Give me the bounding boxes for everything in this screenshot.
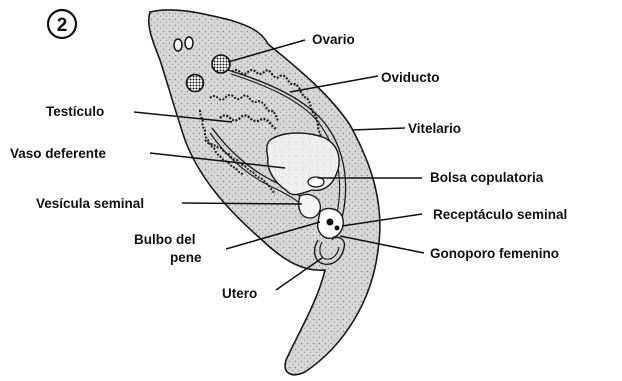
ovary-upper	[212, 55, 230, 73]
label-vesicula-seminal: Vesícula seminal	[36, 196, 144, 211]
ovary-lower	[187, 75, 204, 92]
label-vitelario: Vitelario	[408, 121, 461, 136]
label-vaso-deferente: Vaso deferente	[10, 146, 107, 161]
label-receptaculo-seminal: Receptáculo seminal	[433, 207, 567, 222]
receptaculo-seminal-organ	[327, 219, 334, 226]
gonoporo-dot	[335, 226, 340, 231]
leader-vitelario	[352, 128, 405, 130]
figure-number-badge: 2	[48, 10, 76, 38]
label-ovario: Ovario	[312, 32, 355, 47]
vesicula-seminal-organ	[299, 194, 321, 218]
eyespot-right	[185, 37, 193, 49]
label-utero: Utero	[222, 286, 257, 301]
label-gonoporo-femenino: Gonoporo femenino	[430, 246, 559, 261]
eyespot-left	[174, 39, 182, 51]
figure-number: 2	[57, 15, 68, 36]
label-testiculo: Testículo	[46, 104, 104, 119]
label-oviducto: Oviducto	[381, 70, 440, 85]
leader-vesicula-seminal	[182, 203, 302, 204]
label-bolsa-copulatoria: Bolsa copulatoria	[430, 170, 544, 185]
label-bulbo-del-pene-line2: pene	[170, 250, 202, 265]
label-bulbo-del-pene-line1: Bulbo del	[134, 232, 196, 247]
